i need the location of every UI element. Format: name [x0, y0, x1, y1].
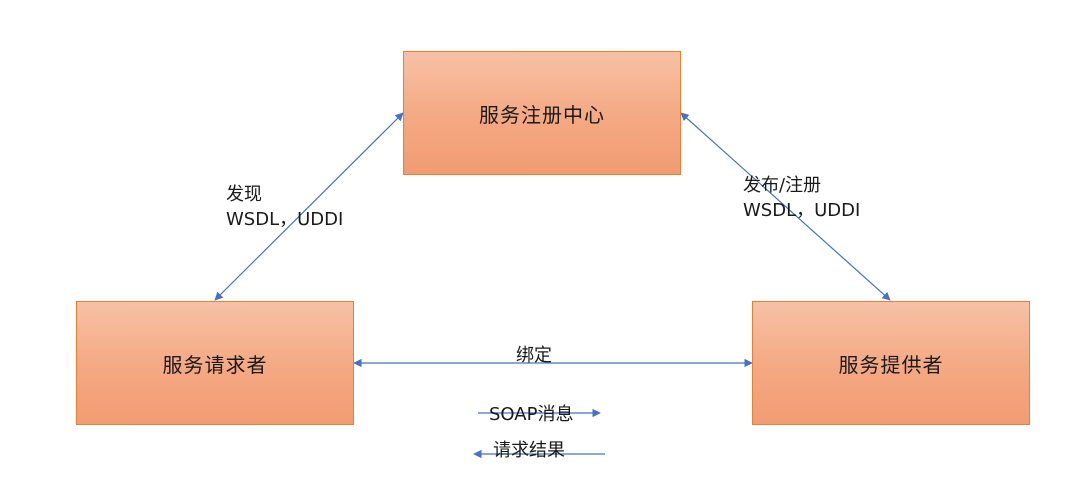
- discover-annotation: 发现 WSDL，UDDI: [226, 182, 343, 232]
- soap-message-label: SOAP消息: [489, 404, 574, 425]
- publish-arrow: [680, 112, 891, 301]
- service-registry-label: 服务注册中心: [479, 102, 605, 127]
- publish-title: 发布/注册: [743, 175, 822, 196]
- publish-protocols: WSDL，UDDI: [743, 200, 861, 221]
- request-result-label: 请求结果: [493, 440, 565, 461]
- service-registry-box: 服务注册中心: [403, 51, 681, 175]
- service-provider-label: 服务提供者: [838, 352, 944, 377]
- service-provider-box: 服务提供者: [752, 301, 1030, 425]
- bind-label: 绑定: [516, 345, 552, 366]
- discover-arrow: [214, 112, 404, 301]
- discover-title: 发现: [226, 184, 262, 205]
- discover-protocols: WSDL，UDDI: [226, 209, 344, 230]
- service-requester-box: 服务请求者: [76, 301, 354, 425]
- service-requester-label: 服务请求者: [162, 352, 268, 377]
- publish-annotation: 发布/注册 WSDL，UDDI: [743, 173, 860, 223]
